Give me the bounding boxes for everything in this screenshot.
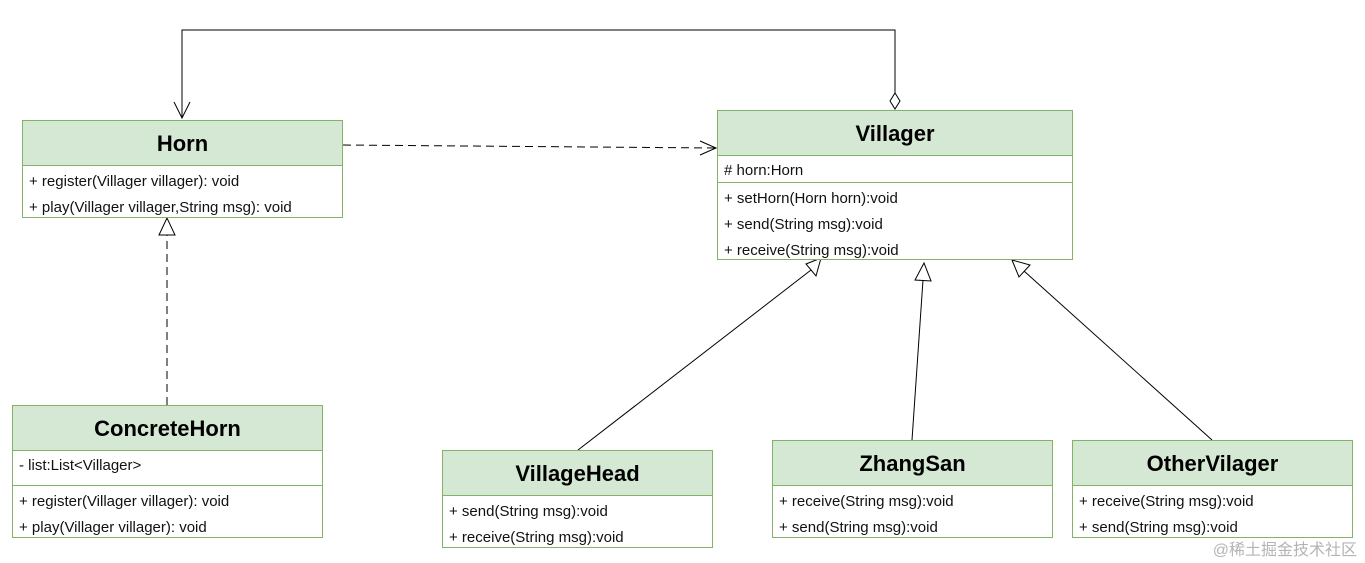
method: + play(Villager villager): void (19, 519, 207, 536)
methods-section: + receive(String msg):void + send(String… (1073, 486, 1352, 543)
inheritance-line-other (1023, 270, 1213, 441)
method: + receive(String msg):void (1079, 493, 1254, 510)
methods-section: + register(Villager villager): void + pl… (23, 166, 342, 223)
watermark: @稀土掘金技术社区 (1212, 542, 1357, 559)
class-zhang-san[interactable]: ZhangSan + receive(String msg):void + se… (772, 440, 1053, 538)
method: + send(String msg):void (449, 503, 608, 520)
class-name: ZhangSan (773, 441, 1052, 486)
method: + receive(String msg):void (724, 242, 899, 259)
method: + receive(String msg):void (449, 529, 624, 546)
inheritance-triangle-other (1011, 259, 1031, 278)
class-horn[interactable]: Horn + register(Villager villager): void… (22, 120, 343, 218)
dependency-line (342, 144, 716, 149)
method: + send(String msg):void (779, 519, 938, 536)
attribute: # horn:Horn (724, 162, 804, 179)
class-name: Villager (718, 111, 1072, 156)
inheritance-line-head (577, 269, 812, 451)
dependency-arrow-head (699, 140, 718, 156)
methods-section: + register(Villager villager): void + pl… (13, 486, 322, 543)
inheritance-triangle-head (805, 257, 822, 278)
attribute: - list:List<Villager> (19, 457, 142, 474)
method: + register(Villager villager): void (19, 493, 230, 510)
class-name: VillageHead (443, 451, 712, 496)
class-other-vilager[interactable]: OtherVilager + receive(String msg):void … (1072, 440, 1353, 538)
methods-section: + send(String msg):void + receive(String… (443, 496, 712, 553)
method: + register(Villager villager): void (29, 173, 240, 190)
method: + send(String msg):void (1079, 519, 1238, 536)
method: + receive(String msg):void (779, 493, 954, 510)
methods-section: + receive(String msg):void + send(String… (773, 486, 1052, 543)
methods-section: + setHorn(Horn horn):void + send(String … (718, 183, 1072, 266)
class-village-head[interactable]: VillageHead + send(String msg):void + re… (442, 450, 713, 548)
class-concrete-horn[interactable]: ConcreteHorn - list:List<Villager> + reg… (12, 405, 323, 538)
inheritance-triangle-zhangsan (914, 261, 932, 282)
open-arrow-head (173, 101, 191, 120)
class-name: OtherVilager (1073, 441, 1352, 486)
method: + send(String msg):void (724, 216, 883, 233)
method: + setHorn(Horn horn):void (724, 190, 898, 207)
class-name: ConcreteHorn (13, 406, 322, 451)
realization-triangle (158, 216, 176, 236)
attributes-section: - list:List<Villager> (13, 451, 322, 486)
attributes-section: # horn:Horn (718, 156, 1072, 183)
class-villager[interactable]: Villager # horn:Horn + setHorn(Horn horn… (717, 110, 1073, 260)
aggregation-diamond (889, 92, 901, 110)
method: + play(Villager villager,String msg): vo… (29, 199, 292, 216)
class-name: Horn (23, 121, 342, 166)
aggregation-line (181, 29, 896, 118)
inheritance-line-zhangsan (911, 279, 924, 441)
